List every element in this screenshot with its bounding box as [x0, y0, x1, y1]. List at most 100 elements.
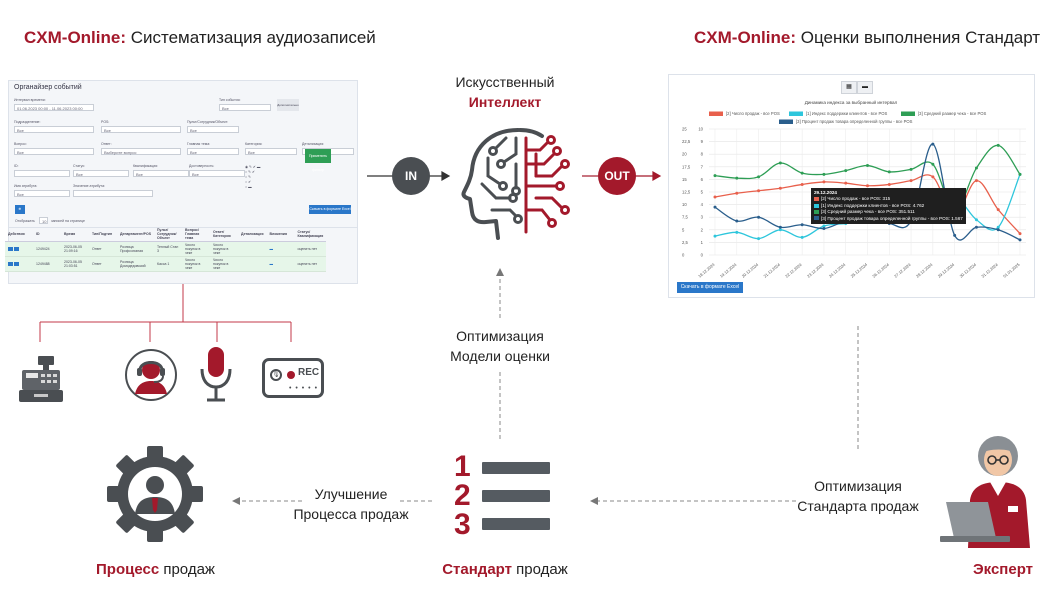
filter-select[interactable]: 01.06.2023 00:00 - 11.06.2023 00:00	[14, 104, 94, 111]
sales-process-label-rest: продаж	[163, 561, 215, 578]
improvement-line1: Улучшение	[314, 486, 388, 502]
ai-label-line2: Интеллект	[468, 94, 542, 110]
ai-label-line1: Искусственный	[455, 74, 555, 90]
chart-excel-button[interactable]: Скачать в формате Excel	[677, 282, 743, 293]
legend-entry: [3] Средний размер чека - все POS	[918, 111, 987, 116]
filter-select[interactable]	[14, 170, 70, 177]
data-point	[800, 223, 804, 227]
add-button[interactable]: ⊕	[15, 205, 25, 214]
filter-select[interactable]: Все	[14, 126, 94, 133]
column-header: Детализация	[238, 227, 267, 242]
filter-select[interactable]: Все	[101, 126, 181, 133]
filter-select[interactable]: Все	[219, 104, 271, 111]
data-point	[778, 225, 782, 229]
y-left-tick-label: 2,5	[682, 240, 688, 245]
page-size-select[interactable]: 10	[39, 217, 48, 224]
filter-label: Категория:	[245, 142, 263, 146]
excel-export-button[interactable]: Скачать в формате Excel	[309, 205, 351, 214]
radio-group[interactable]: ◉ ✎ ✔ ▬○ ✎ ✔○ ✎○ ✔○ ▬	[245, 165, 261, 189]
data-point	[822, 180, 826, 184]
record-mic-icon: 🎙	[270, 369, 282, 381]
data-point	[735, 219, 739, 223]
column-header: Пульт/Сотрудник/Объект	[154, 227, 183, 242]
sales-standard-label: Стандарт продаж	[440, 560, 570, 580]
filter-select[interactable]: Все	[14, 148, 94, 155]
filter-select[interactable]: Все	[187, 126, 239, 133]
chart-type-bar-icon[interactable]: ▬	[857, 81, 873, 94]
recorder-icon: 🎙 REC • • • • •	[262, 358, 324, 398]
attachment-icon: ▬	[266, 241, 295, 257]
data-point	[844, 181, 848, 185]
y-right-tick-label: 0	[701, 253, 704, 258]
data-point	[757, 175, 761, 179]
data-point	[996, 143, 1000, 147]
filter-select[interactable]: Все	[189, 170, 245, 177]
y-right-tick-label: 5	[701, 190, 704, 195]
filter-select[interactable]: Выберите вопрос	[101, 148, 181, 155]
x-tick-label: 26.12.2024	[871, 261, 890, 278]
data-point	[996, 225, 1000, 229]
y-left-tick-label: 12,5	[682, 190, 691, 195]
data-point	[713, 195, 717, 199]
microphone-icon	[200, 347, 232, 402]
column-header: Статус/Квалификация	[294, 227, 327, 242]
chart-tooltip: 29.12.2024 [2] Число продаж - все POS: 3…	[811, 188, 966, 225]
column-header: Время	[61, 227, 89, 242]
data-point	[800, 235, 804, 239]
y-right-tick-label: 10	[698, 127, 703, 132]
data-point	[1018, 238, 1022, 242]
legend-entry: [3] Процент продаж товара определенной г…	[796, 119, 913, 124]
filter-label: Вопрос:	[14, 142, 27, 146]
filter-button[interactable]: Дополнительно	[277, 99, 299, 111]
legend-entry: [1] Индекс поддержки клиентов - все POS	[806, 111, 887, 116]
operator-headset-icon	[125, 349, 177, 401]
y-right-tick-label: 6	[701, 177, 704, 182]
data-point	[887, 182, 891, 186]
chart-type-line-icon[interactable]: ▦	[841, 81, 857, 94]
list-bar	[482, 462, 550, 474]
legend-swatch	[901, 111, 915, 116]
data-point	[757, 237, 761, 241]
filter-select[interactable]	[73, 190, 153, 197]
y-right-tick-label: 8	[701, 152, 704, 157]
rank-number-2: 2	[454, 479, 471, 512]
filter-select[interactable]: Все	[245, 148, 297, 155]
table-cell: Ответ	[89, 256, 117, 272]
table-cell: Розница Профсоюзная	[117, 241, 155, 257]
standard-score-screenshot: ▦ ▬ Динамика индекса за выбранный интерв…	[668, 74, 1035, 298]
y-right-tick-label: 1	[701, 240, 704, 245]
filter-label: Статус:	[73, 164, 86, 168]
data-point	[1018, 172, 1022, 176]
data-point	[887, 170, 891, 174]
x-tick-label: 21.12.2024	[762, 261, 781, 278]
data-point	[974, 179, 978, 183]
apply-filter-button[interactable]: Применить фильтр	[305, 149, 331, 172]
data-point	[974, 166, 978, 170]
filter-label: Интервал времени:	[14, 98, 46, 102]
data-point	[735, 191, 739, 195]
data-point	[996, 208, 1000, 212]
tooltip-line: [3] Процент продаж товара определенной г…	[814, 216, 963, 222]
data-point	[713, 205, 717, 209]
cash-register-icon	[19, 356, 63, 402]
filter-label: POS:	[101, 120, 110, 124]
right-title: CXM-Online: Оценки выполнения Стандарта	[694, 28, 1040, 48]
table-cell: оценить нет	[294, 241, 327, 257]
expert-label: Эксперт	[972, 561, 1034, 578]
filter-select[interactable]: Все	[14, 190, 70, 197]
sales-standard-label-rest: продаж	[516, 561, 568, 578]
data-point	[735, 176, 739, 180]
y-right-tick-label: 4	[701, 202, 704, 207]
table-cell: Теплый Стан 3	[154, 241, 183, 257]
y-left-tick-label: 15	[682, 177, 687, 182]
filter-select[interactable]: Все	[73, 170, 129, 177]
tooltip-line: [3] Средний размер чека - все POS: 351.5…	[814, 209, 963, 215]
filter-select[interactable]: Все	[133, 170, 189, 177]
filter-label: Тип события:	[219, 98, 241, 102]
filter-select[interactable]: Все	[187, 148, 239, 155]
left-title: CXM-Online: Систематизация аудиозаписей	[24, 28, 376, 48]
legend-swatch	[789, 111, 803, 116]
